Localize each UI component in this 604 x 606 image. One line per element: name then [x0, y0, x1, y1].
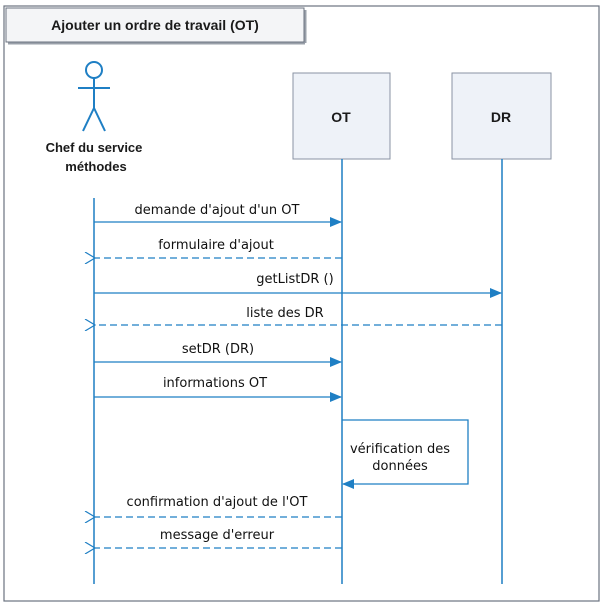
lifeline-label-ot: OT: [331, 109, 351, 125]
message-arrow-verification: [342, 419, 469, 489]
frame-title: Ajouter un ordre de travail (OT): [51, 17, 259, 33]
frame-title-tab: [5, 7, 305, 43]
actor-label-line2: méthodes: [65, 159, 126, 174]
message-label-formulaire: formulaire d'ajout: [158, 238, 274, 253]
message-label-getlistdr: getListDR (): [256, 272, 333, 287]
message-label-liste-dr: liste des DR: [246, 306, 323, 321]
message-label-verification-line2: données: [372, 459, 428, 474]
message-label-erreur: message d'erreur: [160, 528, 275, 543]
message-label-informations-ot: informations OT: [163, 376, 267, 391]
message-label-verification-line1: vérification des: [350, 442, 450, 457]
message-label-demande-ajout: demande d'ajout d'un OT: [135, 203, 300, 218]
lifeline-label-dr: DR: [491, 109, 511, 125]
message-label-confirmation: confirmation d'ajout de l'OT: [127, 495, 308, 510]
message-label-setdr: setDR (DR): [182, 342, 254, 357]
actor-label-line1: Chef du service: [46, 140, 143, 155]
actor-icon: [78, 61, 110, 132]
